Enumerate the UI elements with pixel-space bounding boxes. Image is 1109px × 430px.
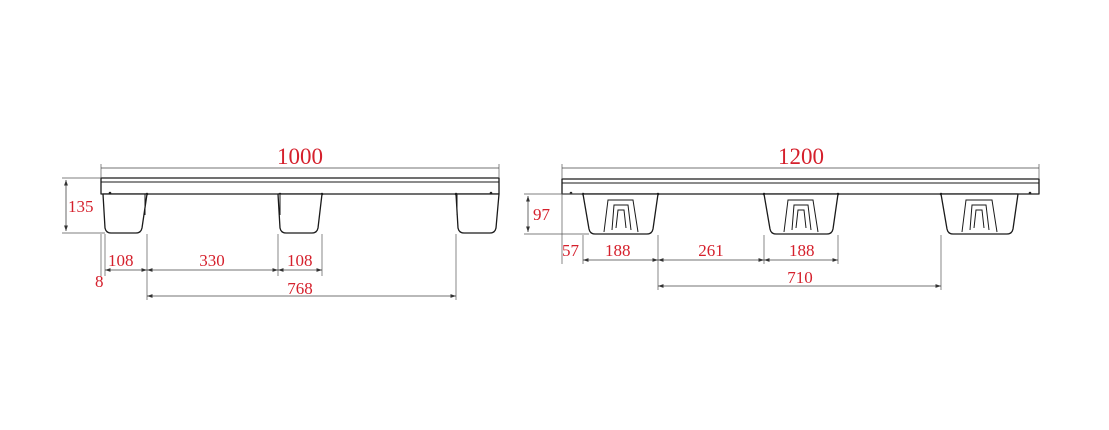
right-pallet-view xyxy=(561,178,1040,235)
left-deck xyxy=(100,177,500,195)
right-height-label: 97 xyxy=(533,205,551,224)
left-block1-width-label: 108 xyxy=(108,251,134,270)
right-block-span-label: 261 xyxy=(698,241,724,260)
right-foot-3 xyxy=(940,193,1019,235)
right-foot-2 xyxy=(763,193,839,235)
right-foot-1 xyxy=(582,193,659,235)
left-edge-offset-label: 8 xyxy=(95,272,104,291)
right-edge-offset-label: 57 xyxy=(562,241,580,260)
left-pallet-view xyxy=(100,177,500,234)
right-overall-width-label: 1200 xyxy=(778,144,824,169)
left-dimensions: 1000 135 108 330 108 8 768 xyxy=(62,144,500,300)
right-block2-width-label: 188 xyxy=(789,241,815,260)
left-height-label: 135 xyxy=(68,197,94,216)
right-block1-width-label: 188 xyxy=(605,241,631,260)
left-foot-2 xyxy=(277,193,323,234)
left-foot-3 xyxy=(455,193,500,234)
right-outer-span-label: 710 xyxy=(787,268,813,287)
left-overall-width-label: 1000 xyxy=(277,144,323,169)
left-outer-span-label: 768 xyxy=(287,279,313,298)
left-block-span-label: 330 xyxy=(199,251,225,270)
right-deck xyxy=(561,178,1040,195)
right-dimensions: 1200 97 57 188 261 188 710 xyxy=(524,144,1040,290)
left-block2-width-label: 108 xyxy=(287,251,313,270)
left-foot-1 xyxy=(102,193,148,234)
